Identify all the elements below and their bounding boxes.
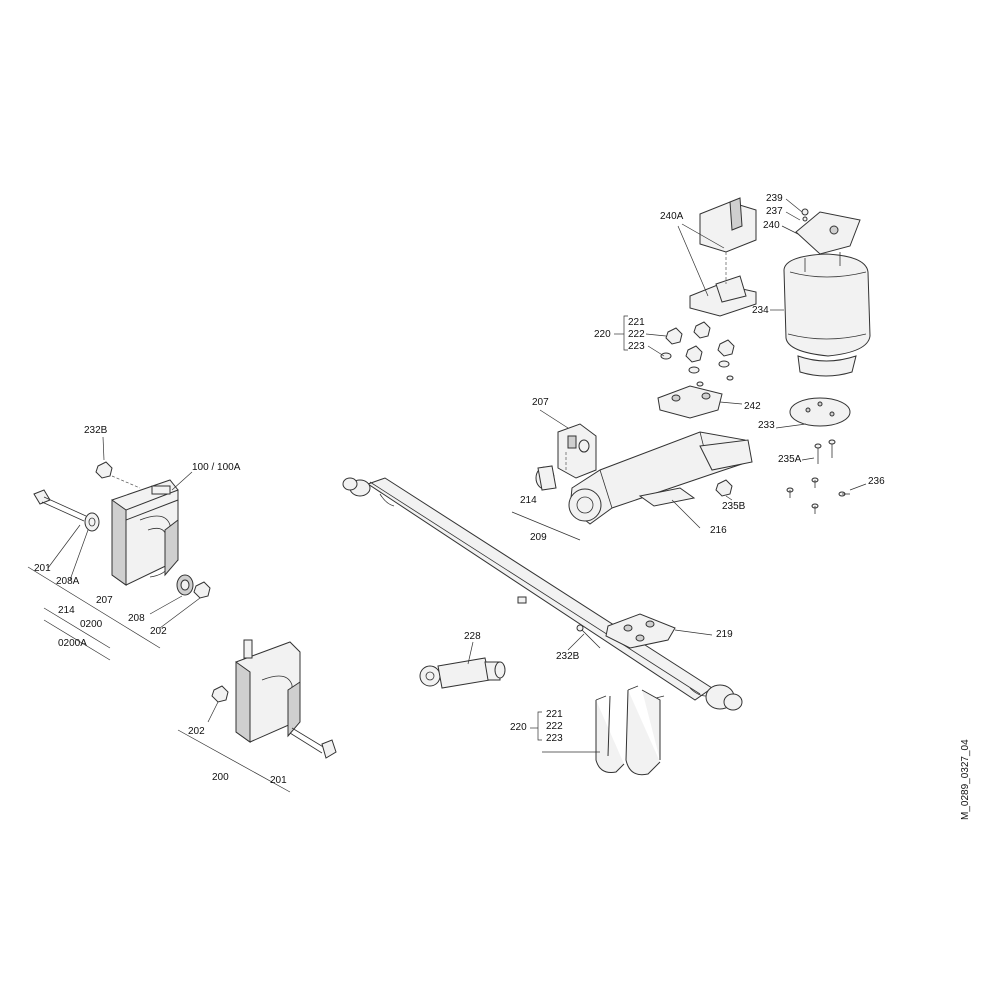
label-221-top: 221 [628,317,645,328]
left-bolt-201 [33,489,100,532]
label-239: 239 [766,193,783,204]
air-spring-234 [783,252,871,377]
axle-seat-219 [605,613,676,649]
drawing-id: M_0289_0327_04 [960,739,971,820]
bottom-bolt-201 [289,727,337,759]
left-washer-nut-208-202 [176,574,211,599]
label-235B: 235B [722,501,746,512]
screws-236 [786,477,850,514]
bracket-207-mid [557,423,597,479]
label-0200: 0200 [80,619,103,630]
label-236: 236 [868,476,885,487]
label-209: 209 [530,532,547,543]
bolts-235A [814,439,836,464]
label-201-bottom: 201 [270,775,287,786]
plate-216 [638,487,696,507]
label-234: 234 [752,305,769,316]
left-hanger-bracket [111,479,179,586]
u-bolts-220-bottom [595,685,665,776]
label-100-100A: 100 / 100A [192,462,241,473]
label-208: 208 [128,613,145,624]
label-216: 216 [710,525,727,536]
trailing-arm-209 [568,431,753,525]
bottom-hanger-bracket [235,639,301,743]
label-235A: 235A [778,454,802,465]
label-219: 219 [716,629,733,640]
label-233: 233 [758,420,775,431]
piston-plate-233 [789,397,851,427]
axle-tube [342,477,743,711]
label-242: 242 [744,401,761,412]
bracket-240A-upper [699,197,757,253]
label-240: 240 [763,220,780,231]
label-207-left: 207 [96,595,113,606]
label-221-bottom: 221 [546,709,563,720]
nuts-220-top [660,321,735,387]
label-200: 200 [212,772,229,783]
label-228: 228 [464,631,481,642]
label-202-bottom: 202 [188,726,205,737]
label-232B-mid: 232B [556,651,580,662]
label-220-bottom: 220 [510,722,527,733]
clamp-plate-242 [657,385,723,419]
label-220-top: 220 [594,329,611,340]
top-plate-240 [795,208,861,255]
label-207-mid: 207 [532,397,549,408]
bottom-nut-202 [211,685,229,703]
nut-235B [715,479,733,497]
shock-absorber-228 [419,657,506,689]
pin-232B [576,624,601,649]
label-237: 237 [766,206,783,217]
label-232B-left: 232B [84,425,108,436]
label-222-top: 222 [628,329,645,340]
left-nut-232B [95,461,141,489]
label-208A: 208A [56,576,80,587]
label-214-left: 214 [58,605,75,616]
label-222-bottom: 222 [546,721,563,732]
label-202-left: 202 [150,626,167,637]
bush-214 [535,465,557,491]
label-223-bottom: 223 [546,733,563,744]
bracket-240A-lower [689,275,757,317]
label-201-left: 201 [34,563,51,574]
label-240A: 240A [660,211,684,222]
label-214-mid: 214 [520,495,537,506]
label-0200A: 0200A [58,638,87,649]
label-223-top: 223 [628,341,645,352]
